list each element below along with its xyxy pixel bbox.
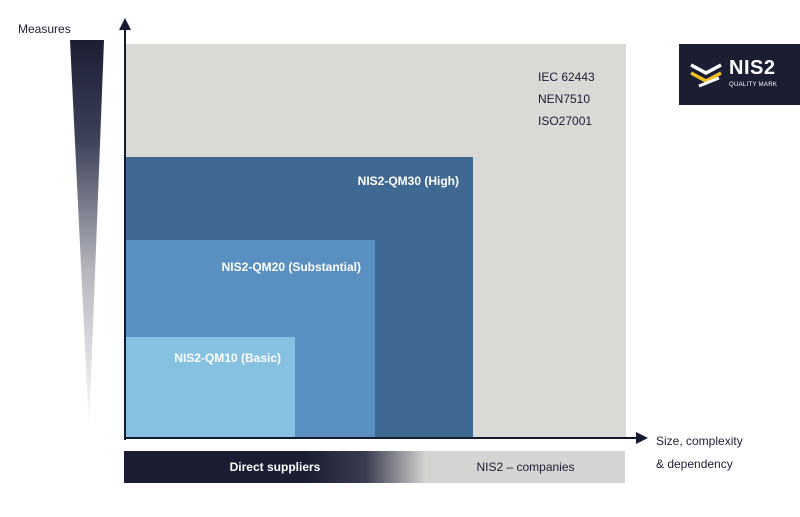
standard-item: IEC 62443	[538, 70, 595, 84]
y-axis-label: Measures	[18, 22, 71, 36]
direct-suppliers-bar	[124, 451, 426, 483]
standard-item: ISO27001	[538, 114, 593, 128]
level-basic-label: NIS2-QM10 (Basic)	[174, 351, 281, 365]
x-axis-line	[124, 437, 638, 439]
x-axis-label: Size, complexity & dependency	[656, 430, 743, 476]
chevron-mark-icon	[690, 63, 722, 88]
logo-title: NIS2	[729, 57, 776, 79]
direct-suppliers-label: Direct suppliers	[229, 460, 321, 474]
x-axis-label-line: Size, complexity	[656, 434, 743, 448]
nis2-companies-bar	[426, 451, 625, 483]
y-axis-line	[124, 28, 126, 440]
nis2-companies-label: NIS2 – companies	[476, 460, 575, 474]
level-basic-box: NIS2-QM10 (Basic)	[126, 337, 295, 437]
measures-wedge	[70, 40, 104, 430]
x-axis-arrow-icon	[636, 432, 648, 444]
y-axis-arrow-icon	[119, 18, 131, 30]
x-axis-label-line: & dependency	[656, 457, 733, 471]
logo-subtitle: QUALITY MARK	[729, 82, 778, 88]
level-substantial-label: NIS2-QM20 (Substantial)	[221, 260, 361, 274]
standards-list: IEC 62443 NEN7510 ISO27001	[538, 66, 595, 132]
nis2-logo: NIS2 QUALITY MARK	[679, 44, 800, 105]
level-high-label: NIS2-QM30 (High)	[357, 174, 459, 188]
standard-item: NEN7510	[538, 92, 591, 106]
